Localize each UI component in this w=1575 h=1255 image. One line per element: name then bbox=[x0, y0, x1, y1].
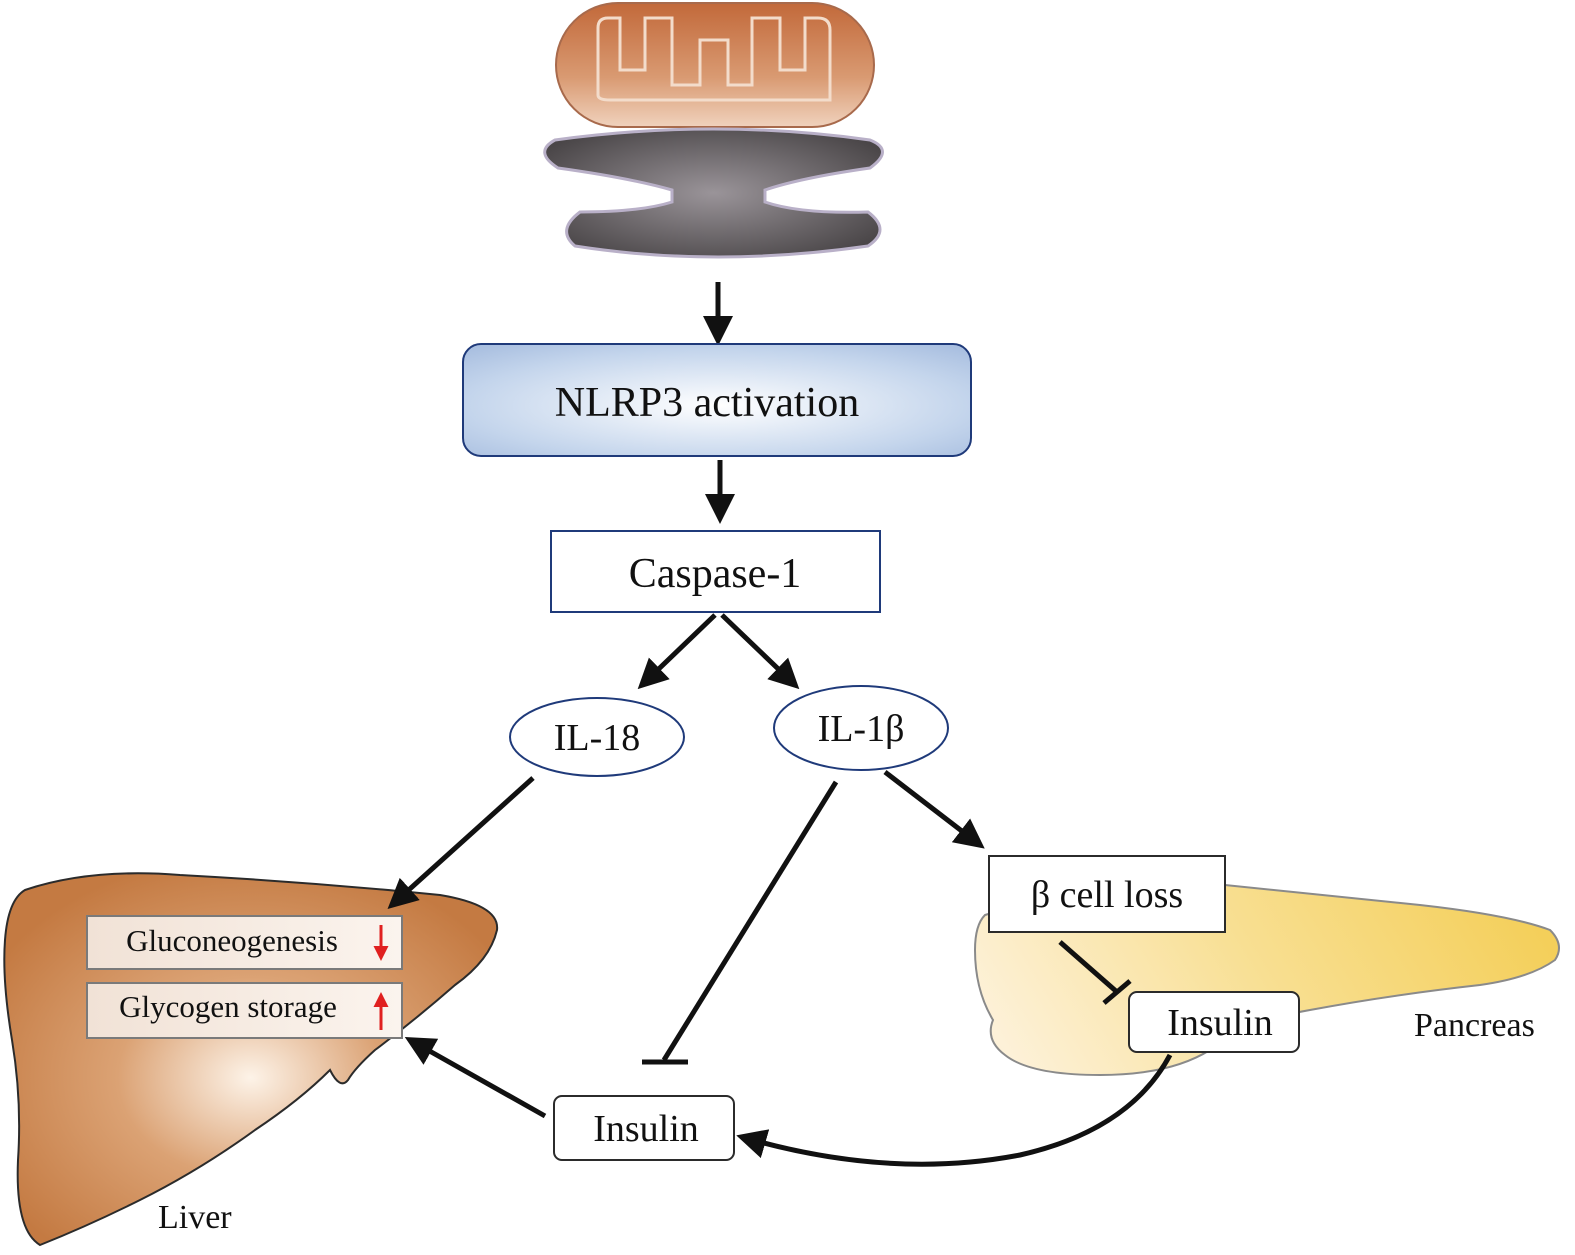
arrow-il18-liver bbox=[387, 776, 535, 910]
il-1b-label: IL-1β bbox=[818, 708, 905, 750]
glycogen-storage-label: Glycogen storage bbox=[119, 989, 337, 1024]
insulin-center-label: Insulin bbox=[593, 1108, 699, 1150]
il-18-label: IL-18 bbox=[554, 717, 641, 759]
endoplasmic-reticulum-icon bbox=[543, 127, 884, 259]
beta-cell-loss-label: β cell loss bbox=[1031, 874, 1183, 916]
arrow-insulin-liver bbox=[404, 1037, 547, 1119]
caspase-1-box: Caspase-1 bbox=[550, 530, 881, 613]
il-18-node: IL-18 bbox=[509, 697, 685, 777]
arrow-il1b-beta-cell-loss bbox=[883, 770, 985, 849]
inhibition-il1b-insulin bbox=[642, 780, 839, 1065]
il-1b-node: IL-1β bbox=[773, 685, 949, 771]
pancreas-label: Pancreas bbox=[1414, 1007, 1535, 1044]
mitochondrion-icon bbox=[555, 2, 875, 128]
insulin-pancreas-label: Insulin bbox=[1167, 1002, 1273, 1044]
gluconeogenesis-box: Gluconeogenesis bbox=[86, 915, 403, 970]
gluconeogenesis-label: Gluconeogenesis bbox=[126, 923, 338, 958]
insulin-pancreas-box: Insulin bbox=[1128, 991, 1300, 1053]
nlrp3-activation-box: NLRP3 activation bbox=[462, 343, 972, 457]
beta-cell-loss-box: β cell loss bbox=[988, 855, 1226, 933]
liver-label: Liver bbox=[158, 1199, 232, 1236]
arrow-caspase-il18 bbox=[637, 613, 717, 690]
inhibition-beta-insulin bbox=[1058, 940, 1132, 1005]
caspase-1-label: Caspase-1 bbox=[629, 551, 802, 597]
nlrp3-label: NLRP3 activation bbox=[555, 380, 859, 426]
insulin-center-box: Insulin bbox=[553, 1095, 735, 1161]
glycogen-storage-box: Glycogen storage bbox=[86, 982, 403, 1039]
arrow-caspase-il1b bbox=[720, 613, 800, 690]
arrow-pancreas-insulin-to-center-insulin bbox=[736, 1053, 1173, 1167]
